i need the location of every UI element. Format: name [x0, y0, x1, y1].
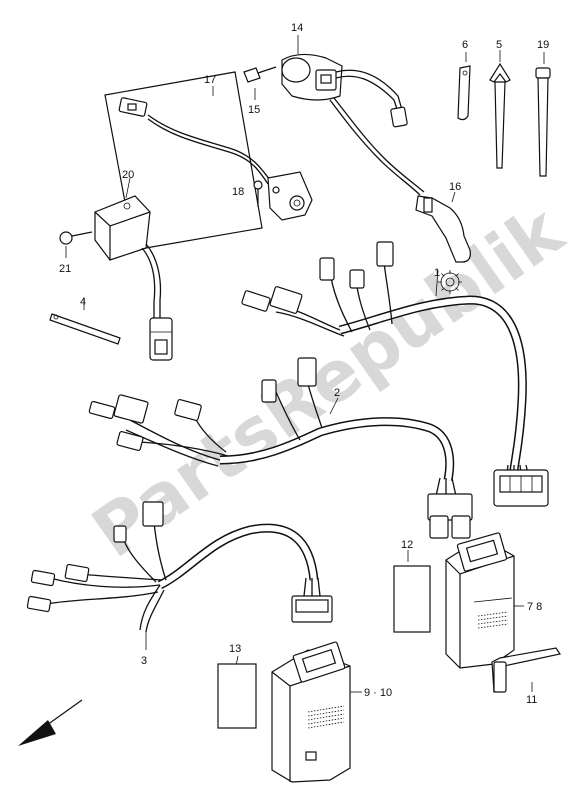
part-16-spark-plug-cap [415, 191, 471, 263]
label-part-13: 13 [229, 643, 241, 655]
label-part-5: 5 [496, 39, 502, 51]
label-part-17: 17 [204, 74, 216, 86]
gear-icon [438, 270, 462, 294]
part-5-cable-tie [489, 50, 511, 169]
part-21-bolt [59, 231, 93, 258]
ecu-vent-pattern [307, 705, 345, 729]
arrow-down-left-icon [18, 699, 83, 746]
label-part-9-10: 9 · 10 [364, 687, 392, 699]
label-part-12: 12 [401, 539, 413, 551]
part-15-bolt [243, 66, 277, 100]
label-part-20: 20 [122, 169, 134, 181]
label-part-14: 14 [291, 22, 303, 34]
label-part-7-8: 7 8 [527, 601, 542, 613]
part-12-label [393, 550, 431, 633]
part-4-band [49, 298, 121, 345]
part-6-clamp [457, 52, 471, 121]
part-1-main-harness [241, 241, 549, 507]
part-17-throttle-sensor-box [104, 71, 313, 251]
label-part-18: 18 [232, 186, 244, 198]
label-part-3: 3 [141, 655, 147, 667]
label-part-11: 11 [526, 694, 537, 706]
part-11-strap [491, 647, 561, 693]
label-part-19: 19 [537, 39, 549, 51]
label-part-21: 21 [59, 263, 71, 275]
part-13-label [217, 655, 257, 729]
label-part-6: 6 [462, 39, 468, 51]
part-7-8-ecu [445, 532, 524, 669]
label-part-16: 16 [449, 181, 461, 193]
part-9-10-ecu [271, 641, 362, 783]
screw-18-icon [253, 180, 263, 207]
part-2-harness [88, 357, 473, 539]
part-20-relay [94, 177, 173, 361]
part-3-harness [26, 501, 333, 650]
part-14-ignition-coil [281, 35, 425, 196]
label-part-2: 2 [334, 387, 340, 399]
ecu-vent-pattern [477, 611, 509, 629]
label-part-1: 1 [434, 267, 440, 279]
label-part-4: 4 [80, 296, 86, 308]
label-part-15: 15 [248, 104, 260, 116]
part-19-cable-tie [535, 52, 551, 177]
